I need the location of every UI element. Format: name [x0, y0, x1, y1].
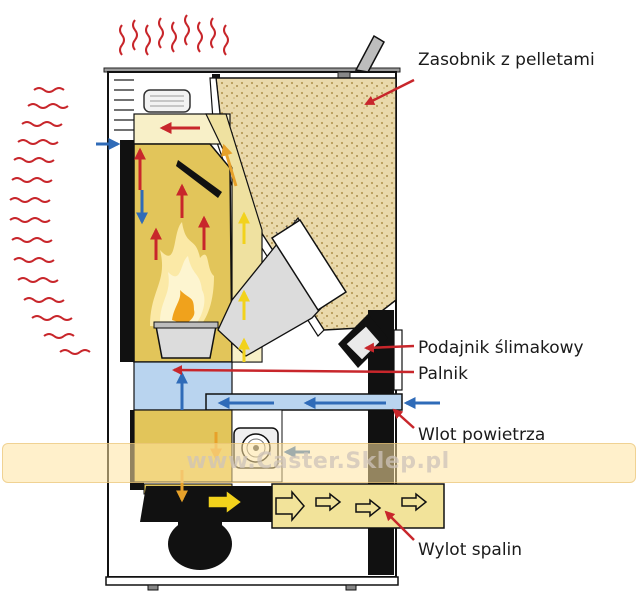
label-auger-feeder: Podajnik ślimakowy	[418, 338, 584, 358]
heat-waves-side	[9, 87, 91, 355]
right-black-wall	[368, 310, 394, 575]
watermark-bar	[2, 443, 636, 483]
hot-air-arrows	[134, 122, 210, 260]
auger-feeder	[217, 216, 403, 391]
burner-pot	[153, 321, 219, 359]
label-air-inlet: Wlot powietrza	[418, 425, 546, 445]
label-flue-outlet: Wylot spalin	[418, 540, 523, 560]
flue-gas-arrows	[207, 488, 428, 523]
leader-arrows	[172, 78, 415, 541]
watermark-text: www.Caster.Sklep.pl	[186, 449, 450, 474]
flames	[150, 222, 214, 330]
label-burner: Palnik	[418, 364, 468, 384]
label-pellet-hopper: Zasobnik z pelletami	[418, 50, 595, 70]
heat-waves-top	[119, 14, 229, 56]
